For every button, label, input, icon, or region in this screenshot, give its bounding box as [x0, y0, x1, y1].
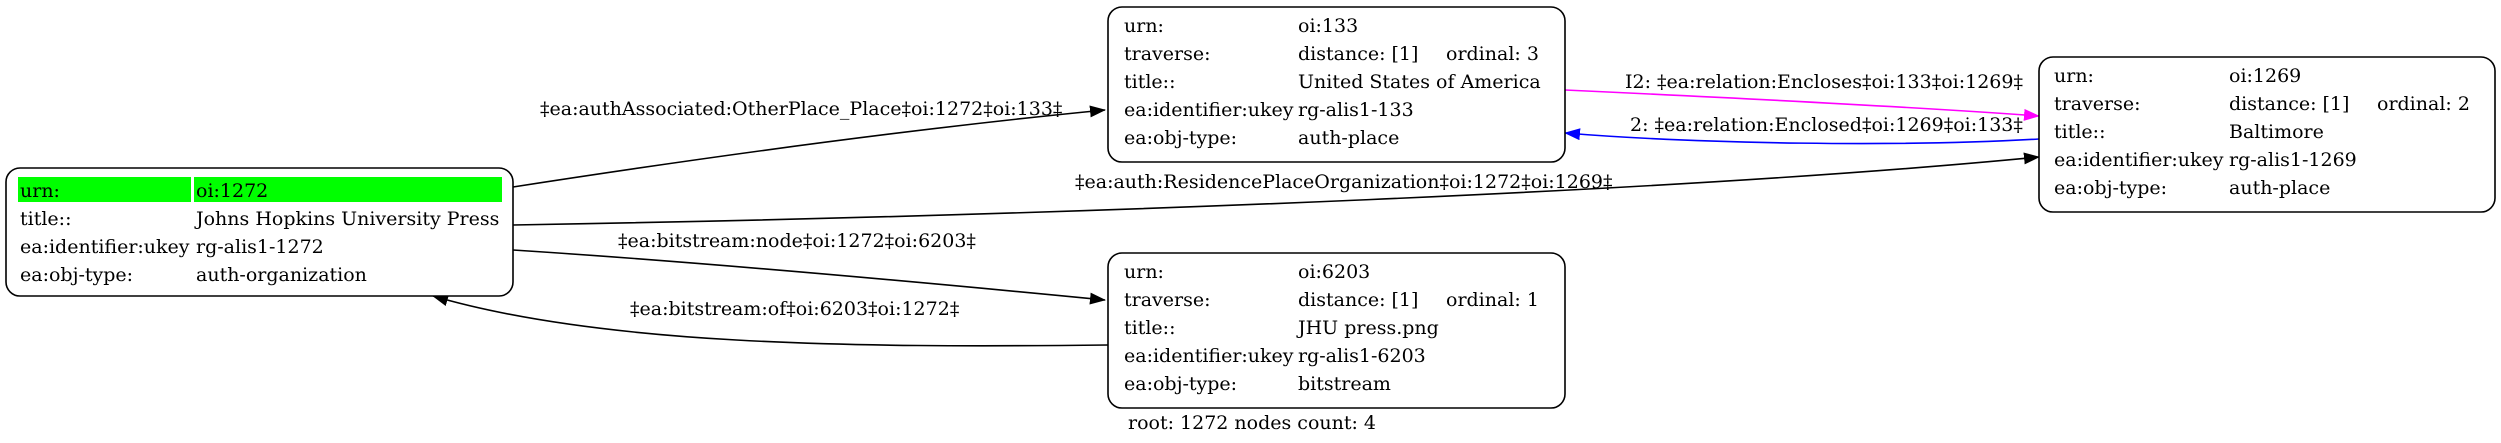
node-value: rg-alis1-1269 [2229, 149, 2357, 171]
node-key: urn: [20, 180, 60, 202]
node-key: ea:identifier:ukey [2054, 149, 2224, 171]
node-key: title:: [1124, 317, 1175, 339]
edge-label: I2: ‡ea:relation:Encloses‡oi:133‡oi:1269… [1625, 71, 2023, 93]
highlight-key [18, 177, 191, 202]
node-value: United States of America [1298, 71, 1541, 93]
highlight-value [194, 177, 502, 202]
node-1272[interactable]: urn: oi:1272 title:: Johns Hopkins Unive… [5, 167, 514, 297]
node-value: Baltimore [2229, 121, 2324, 143]
node-key: title:: [2054, 121, 2105, 143]
node-key: traverse: [1124, 289, 1211, 311]
node-value: oi:6203 [1298, 261, 1370, 283]
graph-footer: root: 1272 nodes count: 4 [1128, 412, 1376, 434]
node-value: oi:1272 [196, 180, 268, 202]
node-value: rg-alis1-6203 [1298, 345, 1426, 367]
node-value: Johns Hopkins University Press [194, 208, 499, 230]
edge-label: ‡ea:authAssociated:OtherPlace_Place‡oi:1… [540, 98, 1062, 120]
edge-label: ‡ea:bitstream:of‡oi:6203‡oi:1272‡ [630, 298, 959, 320]
edge-1272-to-133: ‡ea:authAssociated:OtherPlace_Place‡oi:1… [512, 98, 1106, 188]
node-key: traverse: [1124, 43, 1211, 65]
node-key: ea:obj-type: [1124, 373, 1237, 395]
node-extra: ordinal: 2 [2377, 93, 2470, 115]
node-key: title:: [20, 208, 71, 230]
node-key: urn: [2054, 65, 2094, 87]
edge-label: 2: ‡ea:relation:Enclosed‡oi:1269‡oi:133‡ [1630, 114, 2023, 136]
edge-1272-to-6203: ‡ea:bitstream:node‡oi:1272‡oi:6203‡ [512, 230, 1106, 305]
node-value: bitstream [1298, 373, 1391, 395]
node-extra: ordinal: 1 [1446, 289, 1539, 311]
node-key: urn: [1124, 261, 1164, 283]
node-key: ea:identifier:ukey [1124, 99, 1294, 121]
node-value: rg-alis1-133 [1298, 99, 1414, 121]
node-key: ea:obj-type: [20, 264, 133, 286]
edge-label: ‡ea:bitstream:node‡oi:1272‡oi:6203‡ [618, 230, 976, 252]
node-value: distance: [1] [1298, 289, 1418, 311]
node-value: oi:133 [1298, 15, 1358, 37]
edge-6203-to-1272: ‡ea:bitstream:of‡oi:6203‡oi:1272‡ [432, 294, 1109, 347]
node-key: ea:identifier:ukey [1124, 345, 1294, 367]
edge-1269-to-133: 2: ‡ea:relation:Enclosed‡oi:1269‡oi:133‡ [1564, 114, 2040, 145]
node-6203[interactable]: urn: oi:6203 traverse: distance: [1] ord… [1107, 252, 1566, 409]
node-133[interactable]: urn: oi:133 traverse: distance: [1] ordi… [1107, 6, 1566, 163]
node-key: urn: [1124, 15, 1164, 37]
edge-133-to-1269: I2: ‡ea:relation:Encloses‡oi:133‡oi:1269… [1564, 71, 2040, 121]
node-value: distance: [1] [2229, 93, 2349, 115]
node-value: rg-alis1-1272 [196, 236, 324, 258]
node-value: JHU press.png [1296, 317, 1439, 339]
node-1269[interactable]: urn: oi:1269 traverse: distance: [1] ord… [2038, 56, 2496, 213]
node-value: auth-organization [196, 264, 367, 286]
node-key: traverse: [2054, 93, 2141, 115]
node-extra: ordinal: 3 [1446, 43, 1539, 65]
node-value: auth-place [1298, 127, 1399, 149]
node-key: ea:identifier:ukey [20, 236, 190, 258]
node-key: ea:obj-type: [2054, 177, 2167, 199]
node-value: oi:1269 [2229, 65, 2301, 87]
edge-label: ‡ea:auth:ResidencePlaceOrganization‡oi:1… [1075, 171, 1613, 193]
node-value: distance: [1] [1298, 43, 1418, 65]
node-key: title:: [1124, 71, 1175, 93]
edge-1272-to-1269: ‡ea:auth:ResidencePlaceOrganization‡oi:1… [512, 152, 2040, 226]
node-value: auth-place [2229, 177, 2330, 199]
node-key: ea:obj-type: [1124, 127, 1237, 149]
